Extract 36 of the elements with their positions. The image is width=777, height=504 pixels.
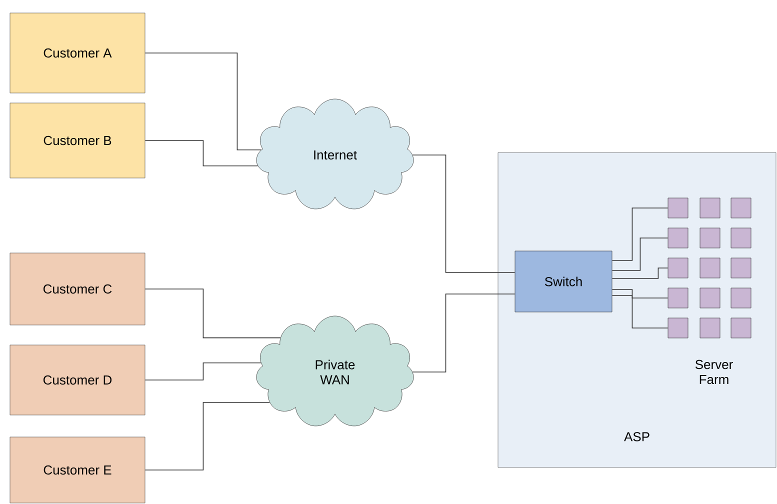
customer-box: Customer D: [10, 344, 146, 416]
connector-line: [412, 294, 516, 372]
connector-line: [144, 288, 281, 338]
connector-line: [612, 289, 668, 298]
connector-line: [144, 402, 270, 470]
connector-line: [612, 295, 668, 328]
server-box: [730, 198, 752, 218]
server-box: [730, 228, 752, 248]
customer-box: Customer E: [10, 436, 146, 504]
cloud: Private WAN: [256, 316, 414, 426]
customer-box: Customer C: [10, 252, 146, 326]
area-label: Server Farm: [695, 360, 733, 384]
connector-line: [144, 52, 262, 150]
server-box: [668, 318, 688, 338]
connector-line: [144, 362, 262, 380]
customer-box: Customer B: [10, 102, 146, 178]
server-box: [730, 288, 752, 308]
customer-box: Customer A: [10, 12, 146, 94]
server-box: [668, 228, 688, 248]
server-box: [668, 258, 688, 278]
server-box: [700, 198, 720, 218]
connector-line: [412, 154, 516, 273]
server-box: [730, 258, 752, 278]
switch-box: Switch: [514, 250, 612, 312]
cloud: Internet: [256, 98, 414, 210]
server-box: [730, 318, 752, 338]
server-box: [700, 288, 720, 308]
server-box: [668, 198, 688, 218]
server-box: [700, 228, 720, 248]
connector-line: [144, 140, 258, 166]
server-box: [668, 288, 688, 308]
server-box: [700, 258, 720, 278]
server-box: [700, 318, 720, 338]
connector-line: [612, 208, 668, 261]
connector-line: [612, 268, 668, 279]
connector-line: [612, 238, 668, 271]
